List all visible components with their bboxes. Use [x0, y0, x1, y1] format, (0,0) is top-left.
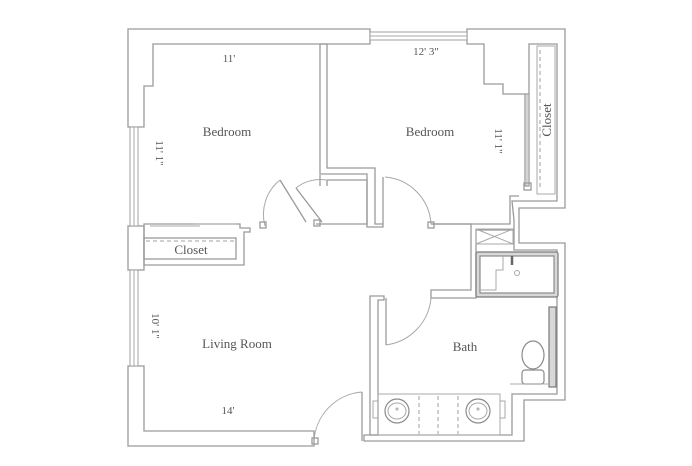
exterior-walls — [127, 28, 566, 447]
room-label-bedroom-2: Bedroom — [406, 124, 454, 139]
room-label-bedroom-1: Bedroom — [203, 124, 251, 139]
dim-bedroom-2-width: 12' 3" — [413, 46, 439, 58]
dim-living-depth: 10' 1" — [149, 313, 161, 339]
room-label-living-room: Living Room — [202, 336, 272, 351]
closet-label-living: Closet — [174, 242, 208, 257]
dim-living-width: 14' — [222, 405, 235, 417]
room-label-bath: Bath — [453, 339, 478, 354]
doors — [259, 176, 435, 445]
windows — [129, 31, 468, 367]
closet-bedroom-2 — [526, 45, 556, 195]
dim-bedroom-2-depth: 11' 1" — [492, 128, 504, 153]
closet-label-bedroom-2: Closet — [539, 103, 554, 137]
interior-walls — [143, 43, 532, 436]
dim-bedroom-1-width: 11' — [223, 53, 236, 65]
bath-fixtures — [372, 228, 559, 436]
dim-bedroom-1-depth: 11' 1" — [153, 140, 165, 165]
labels: Bedroom 11' 11' 1" Bedroom 12' 3" 11' 1"… — [149, 46, 554, 417]
